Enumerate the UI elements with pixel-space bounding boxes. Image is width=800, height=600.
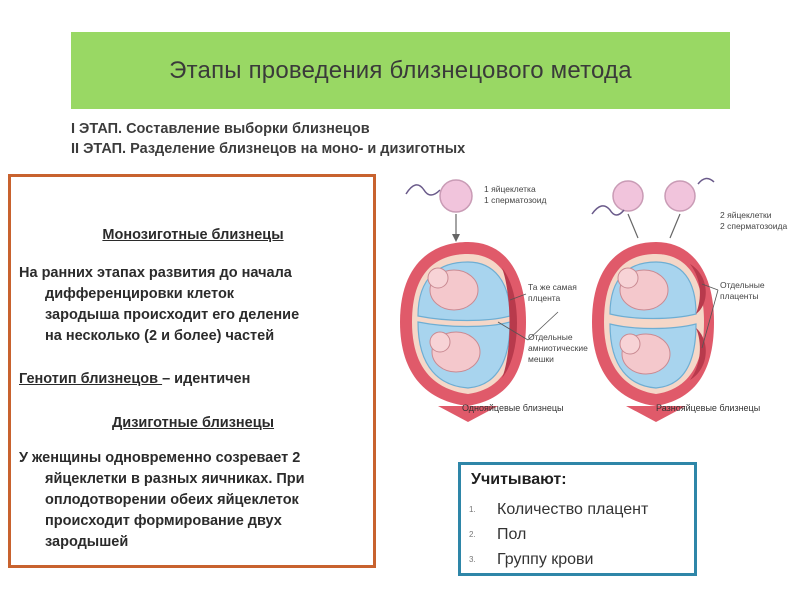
caption-identical: Однояйцевые близнецы [462,403,564,413]
consider-list: 1. Количество плацент 2. Пол 3. Группу к… [469,497,648,572]
embryo-head-bottom [429,331,451,353]
cervix [626,406,686,422]
stage-2: II ЭТАП. Разделение близнецов на моно- и… [71,141,466,157]
mono-line-2: дифференцировки клеток [45,286,235,302]
mono-paragraph: На ранних этапах развития до начала дифф… [19,263,367,347]
di-paragraph: У женщины одновременно созревает 2 яйцек… [19,448,367,553]
identical-twins-diagram: 1 яйцеклетка 1 сперматозоид Та же самая … [400,179,588,422]
mono-line-3: зародыша происходит его деление [45,307,300,323]
sperm-icon [405,184,441,196]
label-two-sperm: 2 сперматозоида [720,221,787,231]
di-line-1: У женщины одновременно созревает 2 [19,450,301,466]
label-one-egg: 1 яйцеклетка [484,184,536,194]
label-sep-amn-1: Отдельные [528,332,573,342]
embryo-head-top [617,267,639,289]
arrow-down-icon [452,234,460,242]
pointer-line [527,311,559,341]
di-line-4: происходит формирование двух [45,513,282,529]
mono-line-1: На ранних этапах развития до начала [19,265,292,281]
pointer-line [701,289,719,349]
list-item-label: Пол [497,526,527,543]
arrow-line-2 [669,213,681,239]
twins-illustration: 1 яйцеклетка 1 сперматозоид Та же самая … [400,177,787,422]
embryo-head-top [427,267,449,289]
genotype-label: Генотип близнецов [19,371,163,387]
page-title: Этапы проведения близнецового метода [169,56,632,84]
list-item: 3. Группу крови [469,547,648,572]
label-sep-placenta-2: плаценты [720,291,759,301]
egg-icon [439,179,473,213]
consider-box: Учитывают: 1. Количество плацент 2. Пол … [458,462,697,576]
di-heading: Дизиготные близнецы [111,415,275,431]
label-sep-placenta-1: Отдельные [720,280,765,290]
pointer-line [701,283,719,291]
mono-line-4: на несколько (2 и более) частей [45,328,275,344]
sperm-icon-2 [697,177,715,185]
list-item-label: Группу крови [497,551,594,568]
placenta-top [690,264,706,314]
label-sep-amn-3: мешки [528,354,554,364]
cervix [438,406,498,422]
list-item-number: 2. [469,530,476,539]
list-item-number: 1. [469,505,476,514]
placenta-bottom [690,328,706,380]
list-item: 2. Пол [469,522,648,547]
label-same-placenta-1: Та же самая [528,282,577,292]
label-one-sperm: 1 сперматозоид [484,195,546,205]
mono-heading: Монозиготные близнецы [102,227,284,243]
fraternal-twins-diagram: 2 яйцеклетки 2 сперматозоида Отдельные п… [591,177,787,422]
label-two-eggs: 2 яйцеклетки [720,210,772,220]
list-item-number: 3. [469,555,476,564]
consider-caption: Учитывают: [471,471,567,488]
arrow-line-1 [627,213,639,239]
shared-placenta [502,268,517,378]
caption-fraternal: Разнояйцевые близнецы [656,403,760,413]
stages-list: I ЭТАП. Составление выборки близнецов II… [71,119,465,159]
di-line-5: зародышей [45,534,129,550]
egg-icon-2 [664,180,696,212]
label-sep-amn-2: амниотические [528,343,588,353]
twins-description-box: Монозиготные близнецы На ранних этапах р… [8,174,376,568]
pointer-line [497,321,529,341]
list-item: 1. Количество плацент [469,497,648,522]
di-line-2: яйцеклетки в разных яичниках. При [45,471,305,487]
list-item-label: Количество плацент [497,501,649,518]
sperm-icon-1 [591,205,625,216]
pointer-line [509,293,527,301]
genotype-line: Генотип близнецов – идентичен [19,369,367,390]
twins-description-text: Монозиготные близнецы На ранних этапах р… [19,177,367,553]
embryo-head-bottom [619,333,641,355]
di-line-3: оплодотворении обеих яйцеклеток [45,492,299,508]
title-banner: Этапы проведения близнецового метода [71,32,730,109]
egg-icon-1 [612,180,644,212]
stage-1: I ЭТАП. Составление выборки близнецов [71,121,370,137]
genotype-value: – идентичен [162,371,251,387]
label-same-placenta-2: плцента [528,293,561,303]
